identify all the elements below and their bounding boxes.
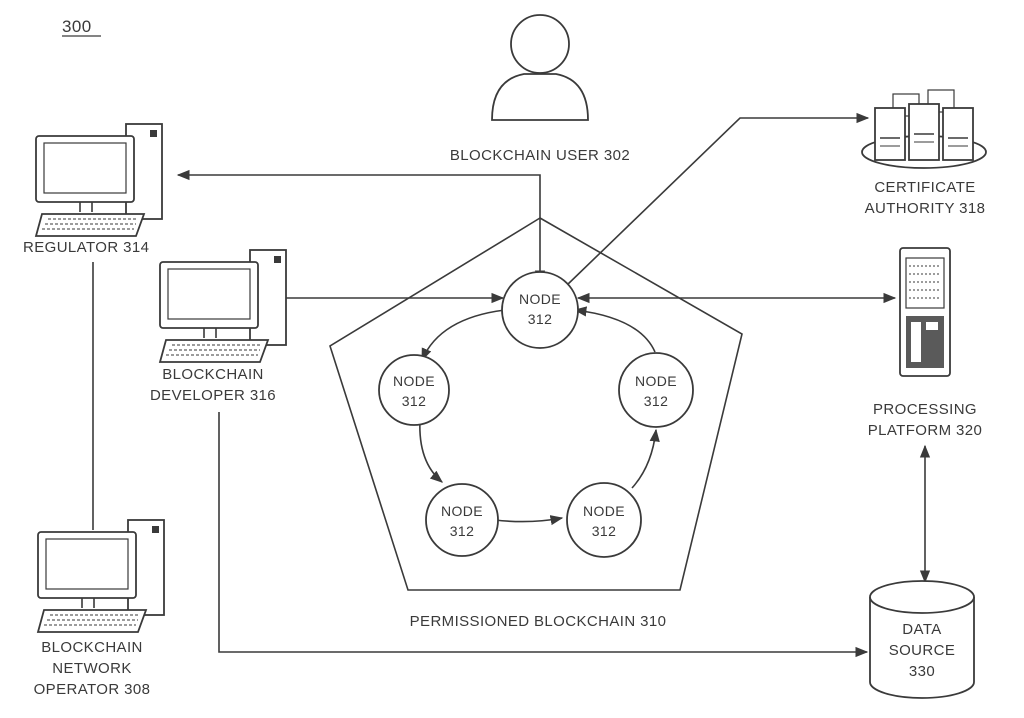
- regulator: REGULATOR 314: [23, 123, 163, 256]
- node-bottom-right: NODE 312: [566, 482, 642, 558]
- ring-arrow-top-to-left: [421, 309, 506, 362]
- permissioned-blockchain-boundary: [329, 217, 743, 591]
- node-label: NODE: [393, 373, 435, 389]
- processing-platform-label-line1: PROCESSING: [873, 401, 977, 418]
- node-left: NODE 312: [378, 354, 450, 426]
- desktop-computer-icon: [35, 123, 163, 237]
- node-id: 312: [592, 523, 617, 539]
- blockchain-user: BLOCKCHAIN USER 302: [450, 14, 630, 164]
- regulator-to-node-arrow: [176, 169, 546, 284]
- data-source-label-line2: SOURCE: [889, 642, 956, 659]
- server-cluster-icon: [861, 89, 987, 169]
- node-bottom-left: NODE 312: [425, 483, 499, 557]
- data-source-label-line1: DATA: [902, 621, 941, 638]
- developer-label-line2: DEVELOPER 316: [150, 387, 276, 404]
- figure-number: 300: [62, 17, 92, 36]
- certificate-authority-label-line2: AUTHORITY 318: [865, 200, 986, 217]
- node-id: 312: [528, 311, 553, 327]
- data-source: DATA SOURCE 330: [869, 580, 975, 699]
- certificate-authority-label-line1: CERTIFICATE: [874, 179, 975, 196]
- regulator-label: REGULATOR 314: [23, 239, 149, 256]
- ring-arrow-bottom-left-to-bottom-right: [494, 515, 564, 526]
- ring-arrow-bottom-right-to-right: [631, 428, 660, 489]
- node-id: 312: [450, 523, 475, 539]
- node-right: NODE 312: [618, 352, 694, 428]
- operator-label-line1: BLOCKCHAIN: [41, 639, 143, 656]
- developer-to-data-source-arrow: [218, 412, 869, 658]
- processing-platform-label-line2: PLATFORM 320: [868, 422, 983, 439]
- permissioned-blockchain-label: PERMISSIONED BLOCKCHAIN 310: [410, 613, 667, 630]
- blockchain-network-operator: BLOCKCHAIN NETWORK OPERATOR 308: [34, 519, 165, 698]
- desktop-computer-icon: [37, 519, 165, 633]
- blockchain-developer: BLOCKCHAIN DEVELOPER 316: [150, 249, 287, 404]
- node-ring-arrows: [419, 306, 660, 526]
- ring-arrow-left-to-bottom-left: [419, 419, 443, 483]
- certificate-authority: CERTIFICATE AUTHORITY 318: [861, 89, 987, 217]
- operator-label-line3: OPERATOR 308: [34, 681, 151, 698]
- database-cylinder-icon: [869, 580, 975, 699]
- person-icon: [491, 14, 589, 121]
- node-id: 312: [402, 393, 427, 409]
- desktop-computer-icon: [159, 249, 287, 363]
- node-to-certificate-authority-arrow: [565, 112, 870, 287]
- connectors: [92, 112, 931, 658]
- developer-label-line1: BLOCKCHAIN: [162, 366, 264, 383]
- server-tower-icon: [899, 247, 951, 377]
- node-label: NODE: [441, 503, 483, 519]
- data-source-label-line3: 330: [909, 663, 935, 680]
- node-label: NODE: [583, 503, 625, 519]
- node-label: NODE: [519, 291, 561, 307]
- node-label: NODE: [635, 373, 677, 389]
- ring-arrow-right-to-top: [573, 306, 656, 353]
- node-top: NODE 312: [501, 271, 579, 349]
- processing-platform: PROCESSING PLATFORM 320: [868, 247, 983, 439]
- node-id: 312: [644, 393, 669, 409]
- operator-label-line2: NETWORK: [52, 660, 131, 677]
- blockchain-user-label: BLOCKCHAIN USER 302: [450, 147, 630, 164]
